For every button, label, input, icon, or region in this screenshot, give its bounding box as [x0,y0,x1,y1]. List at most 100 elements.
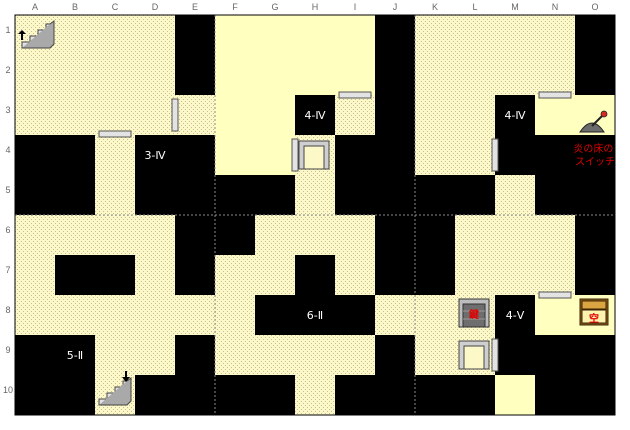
wall-cell [415,255,455,295]
wall-cell [135,135,175,175]
chest-label: 空 [589,312,599,325]
row-header: 2 [5,65,10,75]
lever-switch-icon[interactable] [579,110,608,133]
door[interactable] [538,291,572,299]
wall-cell [135,175,175,215]
wall-cell [55,175,95,215]
open-door-icon[interactable] [298,140,330,170]
floor-cell [535,295,575,335]
door[interactable] [538,91,572,99]
row-header: 6 [5,225,10,235]
row-header: 4 [5,145,10,155]
wall-cell [295,255,335,295]
wall-cell [575,335,615,375]
wall-cell [455,175,495,215]
treasure-chest-icon[interactable]: 空 [579,298,609,326]
floor-cell [295,15,335,55]
door[interactable] [98,130,132,138]
wall-cell [335,295,375,335]
wall-cell [175,335,215,375]
wall-cell [415,215,455,255]
wall-cell [15,375,55,415]
column-header: J [393,2,398,12]
column-header: H [312,2,319,12]
wall-cell [495,95,535,135]
row-header: 7 [5,265,10,275]
wall-cell [535,335,575,375]
wall-cell [215,175,255,215]
wall-cell [375,95,415,135]
room-label: 5-Ⅱ [67,349,83,362]
wall-cell [255,375,295,415]
wall-cell [175,255,215,295]
room-label: 4-Ⅳ [304,109,326,122]
floor-cell [255,135,295,175]
wall-cell [495,335,535,375]
wall-cell [215,215,255,255]
room-label: 4-Ⅴ [506,309,525,322]
wall-cell [535,135,575,175]
column-header: O [591,2,598,12]
wall-cell [375,215,415,255]
wall-cell [415,175,455,215]
floor-cell [215,15,255,55]
map-border [14,14,616,416]
wall-cell [375,135,415,175]
column-header: A [32,2,38,12]
row-header: 5 [5,185,10,195]
wall-cell [535,375,575,415]
stairs-up-icon[interactable] [18,20,55,49]
wall-cell [375,175,415,215]
wall-cell [55,375,95,415]
switch-note: 炎の床の スイッチ [573,142,616,168]
wall-cell [495,135,535,175]
wall-cell [15,335,55,375]
wall-cell [535,175,575,215]
wall-cell [295,95,335,135]
floor-cell [535,95,575,135]
wall-cell [575,55,615,95]
wall-cell [575,175,615,215]
wall-cell [175,215,215,255]
open-door-icon[interactable] [458,340,490,370]
door[interactable] [338,91,372,99]
floor-cell [335,15,375,55]
stairs-down-icon[interactable] [98,371,132,406]
locked-door-icon[interactable]: 鍵 [458,298,490,328]
room-label: 6-Ⅱ [307,309,323,322]
floor-cell [335,55,375,95]
wall-cell [255,175,295,215]
wall-cell [415,375,455,415]
floor-cell [255,95,295,135]
column-header: K [432,2,438,12]
locked-label: 鍵 [469,308,479,321]
wall-cell [95,255,135,295]
floor-cell [255,15,295,55]
column-header: D [152,2,159,12]
wall-cell [375,335,415,375]
wall-cell [495,295,535,335]
wall-cell [575,375,615,415]
column-header: L [472,2,477,12]
column-header: I [354,2,357,12]
column-header: G [271,2,278,12]
wall-cell [575,255,615,295]
wall-cell [455,375,495,415]
door[interactable] [491,138,499,172]
wall-cell [15,135,55,175]
wall-cell [175,55,215,95]
door[interactable] [291,138,299,172]
wall-layer [15,15,615,415]
door[interactable] [491,338,499,372]
wall-cell [335,375,375,415]
wall-cell [575,15,615,55]
wall-cell [175,375,215,415]
door[interactable] [171,98,179,132]
switch-note-line: スイッチ [575,156,615,168]
column-header: C [112,2,119,12]
wall-cell [15,175,55,215]
switch-note-line: 炎の床の [573,142,613,155]
wall-cell [335,135,375,175]
